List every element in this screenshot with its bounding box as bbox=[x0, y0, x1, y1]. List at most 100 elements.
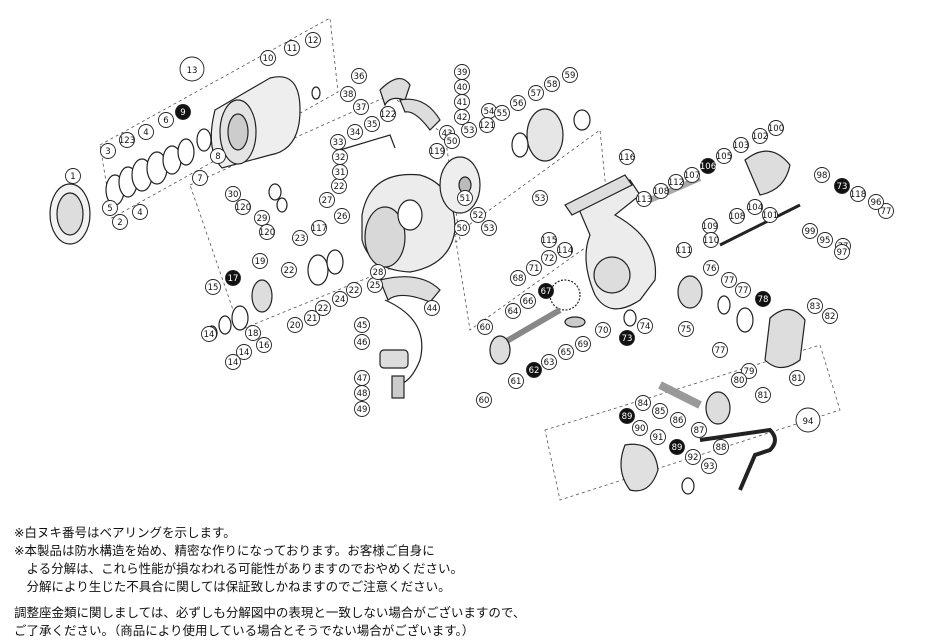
callout-number: 77 bbox=[715, 346, 726, 356]
callout-number: 89 bbox=[672, 443, 683, 453]
callout-number: 83 bbox=[810, 302, 821, 312]
callout-number: 22 bbox=[284, 266, 295, 276]
callout-number: 14 bbox=[239, 348, 250, 358]
part-callout-84: 84 bbox=[635, 395, 651, 411]
callout-circle bbox=[562, 67, 578, 83]
part-callout-7: 7 bbox=[192, 170, 208, 186]
part-callout-61: 61 bbox=[508, 373, 524, 389]
part-callout-41: 41 bbox=[454, 94, 470, 110]
part-callout-99: 99 bbox=[802, 223, 818, 239]
callout-number: 101 bbox=[762, 211, 778, 221]
callout-circle bbox=[834, 244, 850, 260]
note-bearing-legend: ※白ヌキ番号はベアリングを示します。 bbox=[14, 525, 236, 540]
callout-circle bbox=[807, 298, 823, 314]
callout-circle bbox=[700, 158, 716, 174]
part-callout-123: 123 bbox=[119, 132, 135, 148]
diagram-canvas: 1234456789101112123131414141516171819202… bbox=[49, 17, 894, 501]
part-callout-40: 40 bbox=[454, 79, 470, 95]
part-callout-111: 111 bbox=[676, 242, 692, 258]
callout-number: 108 bbox=[653, 187, 669, 197]
callout-number: 60 bbox=[480, 323, 491, 333]
callout-number: 2 bbox=[117, 218, 122, 228]
callout-number: 68 bbox=[513, 274, 524, 284]
callout-circle bbox=[636, 191, 652, 207]
part-callout-60: 60 bbox=[477, 319, 493, 335]
part-callout-105: 105 bbox=[716, 148, 732, 164]
part-callout-51: 51 bbox=[457, 190, 473, 206]
callout-number: 102 bbox=[752, 132, 768, 142]
callout-circle bbox=[225, 354, 241, 370]
callout-number: 14 bbox=[228, 358, 239, 368]
callout-number: 74 bbox=[640, 322, 651, 332]
callout-circle bbox=[330, 134, 346, 150]
callout-number: 20 bbox=[290, 321, 301, 331]
callout-circle bbox=[762, 207, 778, 223]
part-callout-112: 112 bbox=[668, 174, 684, 190]
part-callout-77: 77 bbox=[712, 342, 728, 358]
part-callout-97: 97 bbox=[834, 244, 850, 260]
callout-number: 52 bbox=[473, 211, 484, 221]
part-callout-100: 100 bbox=[768, 120, 784, 136]
part-callout-24: 24 bbox=[332, 291, 348, 307]
callout-number: 49 bbox=[357, 405, 368, 415]
part-callout-64: 64 bbox=[505, 303, 521, 319]
part-callout-106: 106 bbox=[700, 158, 716, 174]
part-callout-55: 55 bbox=[494, 105, 510, 121]
callout-number: 53 bbox=[484, 224, 495, 234]
part-callout-8: 8 bbox=[210, 148, 226, 164]
callout-number: 61 bbox=[511, 377, 522, 387]
callout-circle bbox=[653, 183, 669, 199]
callout-number: 111 bbox=[676, 246, 692, 256]
callout-number: 17 bbox=[228, 274, 239, 284]
callout-circle bbox=[245, 325, 261, 341]
callout-circle bbox=[287, 317, 303, 333]
part-callout-14: 14 bbox=[201, 326, 217, 342]
callout-circle bbox=[850, 186, 866, 202]
callout-number: 28 bbox=[373, 268, 384, 278]
callout-number: 53 bbox=[535, 194, 546, 204]
callout-circle bbox=[678, 321, 694, 337]
part-callout-47: 47 bbox=[354, 370, 370, 386]
callout-circle bbox=[834, 178, 850, 194]
callout-number: 108 bbox=[729, 212, 745, 222]
callout-circle bbox=[351, 68, 367, 84]
callout-circle bbox=[510, 270, 526, 286]
callout-number: 121 bbox=[479, 121, 495, 131]
part-callout-86: 86 bbox=[670, 412, 686, 428]
part-callout-92: 92 bbox=[685, 449, 701, 465]
bail-wire-drawing bbox=[379, 276, 441, 303]
part-callout-4: 4 bbox=[138, 124, 154, 140]
callout-circle bbox=[747, 199, 763, 215]
part-callout-118: 118 bbox=[850, 186, 866, 202]
part-callout-121: 121 bbox=[479, 117, 495, 133]
callout-number: 12 bbox=[308, 36, 319, 46]
callout-circle bbox=[670, 412, 686, 428]
callout-circle bbox=[684, 167, 700, 183]
callout-circle bbox=[712, 342, 728, 358]
callout-number: 39 bbox=[457, 68, 468, 78]
callout-circle bbox=[305, 32, 321, 48]
part-callout-27: 27 bbox=[319, 192, 335, 208]
callout-circle bbox=[119, 132, 135, 148]
part-callout-93: 93 bbox=[701, 458, 717, 474]
callout-number: 73 bbox=[622, 334, 633, 344]
callout-circle bbox=[476, 392, 492, 408]
callout-number: 33 bbox=[333, 138, 344, 148]
part-callout-37: 37 bbox=[353, 99, 369, 115]
callout-number: 62 bbox=[529, 366, 540, 376]
part-callout-65: 65 bbox=[558, 344, 574, 360]
part-callout-22: 22 bbox=[346, 282, 362, 298]
callout-number: 81 bbox=[792, 374, 803, 384]
callout-circle bbox=[558, 344, 574, 360]
callout-number: 29 bbox=[257, 214, 268, 224]
callout-number: 7 bbox=[197, 174, 202, 184]
callout-number: 77 bbox=[738, 286, 749, 296]
part-callout-30: 30 bbox=[225, 186, 241, 202]
callout-number: 79 bbox=[744, 367, 755, 377]
part-callout-73: 73 bbox=[834, 178, 850, 194]
callout-number: 54 bbox=[484, 107, 495, 117]
part-callout-53: 53 bbox=[532, 190, 548, 206]
part-callout-77: 77 bbox=[878, 203, 894, 219]
part-callout-14: 14 bbox=[225, 354, 241, 370]
callout-circle bbox=[454, 109, 470, 125]
